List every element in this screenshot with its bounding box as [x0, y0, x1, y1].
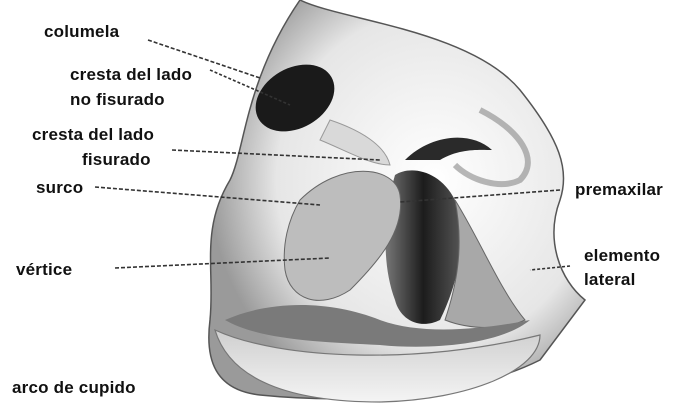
label-cresta-no-fisurado-line1: cresta del lado: [70, 62, 192, 87]
label-elemento-lateral: elemento lateral: [584, 244, 660, 292]
label-vertice: vértice: [16, 260, 72, 280]
label-cresta-fisurado: cresta del lado fisurado: [32, 122, 154, 172]
label-cresta-fisurado-line1: cresta del lado: [32, 122, 154, 147]
label-arco-de-cupido: arco de cupido: [12, 378, 136, 398]
label-surco: surco: [36, 178, 83, 198]
label-premaxilar-text: premaxilar: [575, 180, 663, 200]
label-elemento-lateral-line2: lateral: [584, 268, 660, 292]
label-vertice-text: vértice: [16, 260, 72, 280]
label-columela-text: columela: [44, 22, 119, 42]
label-elemento-lateral-line1: elemento: [584, 244, 660, 268]
label-surco-text: surco: [36, 178, 83, 198]
label-arco-de-cupido-text: arco de cupido: [12, 378, 136, 398]
label-cresta-no-fisurado-line2: no fisurado: [70, 87, 192, 112]
label-columela: columela: [44, 22, 119, 42]
label-premaxilar: premaxilar: [575, 180, 663, 200]
label-cresta-fisurado-line2: fisurado: [32, 147, 154, 172]
label-cresta-no-fisurado: cresta del lado no fisurado: [70, 62, 192, 112]
